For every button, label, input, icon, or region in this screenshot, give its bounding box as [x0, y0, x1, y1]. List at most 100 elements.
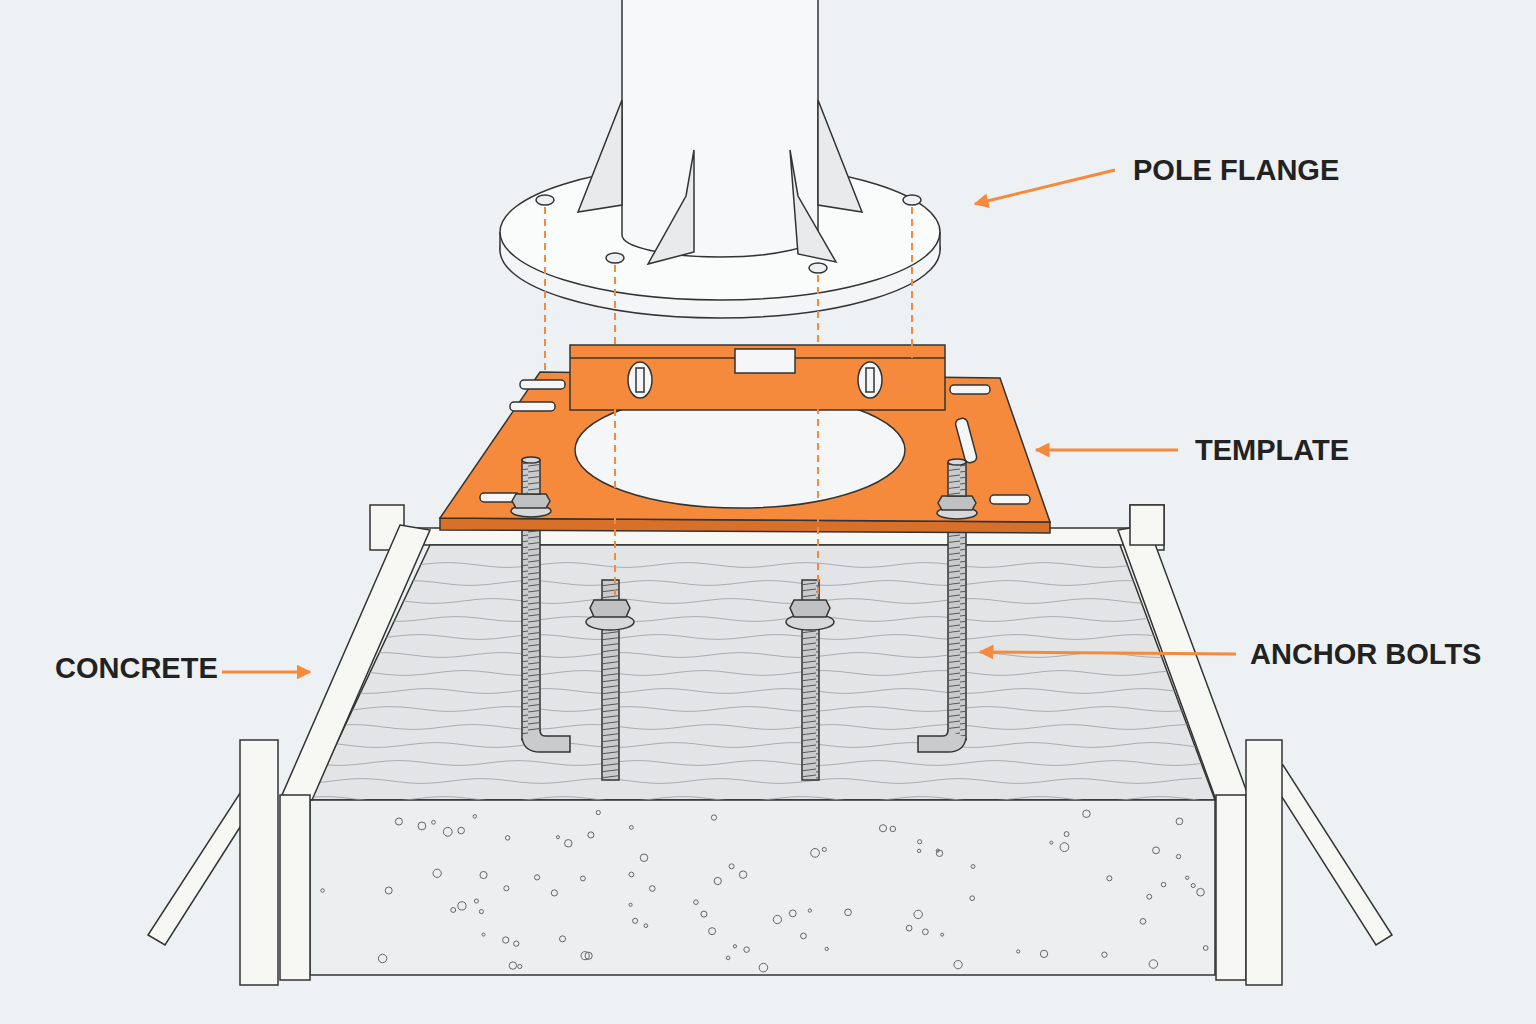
concrete-speck — [580, 876, 585, 881]
concrete-speck — [596, 810, 600, 814]
concrete-speck — [474, 899, 478, 903]
concrete-speck — [560, 936, 566, 942]
board — [280, 795, 310, 980]
concrete-speck — [432, 820, 436, 824]
concrete-speck — [451, 908, 456, 913]
concrete-speck — [811, 849, 820, 858]
concrete-speck — [917, 849, 920, 852]
part-label: ANCHOR BOLTS — [1250, 640, 1481, 669]
concrete-texture — [300, 743, 1202, 748]
board — [1216, 795, 1246, 980]
concrete-speck — [1197, 888, 1205, 896]
anchor-bolt — [522, 515, 966, 780]
concrete-speck — [918, 840, 922, 844]
pole-flange — [606, 253, 624, 263]
concrete-speck — [385, 887, 392, 894]
stake — [1130, 505, 1164, 550]
concrete-speck — [482, 933, 485, 936]
concrete-speck — [733, 945, 736, 948]
concrete-speck — [518, 964, 522, 968]
concrete-speck — [694, 900, 699, 905]
concrete-speck — [1107, 876, 1112, 881]
anchor-bolt — [522, 515, 540, 740]
template-plate — [510, 402, 555, 411]
concrete-speck — [649, 886, 655, 892]
concrete-speck — [1140, 919, 1146, 925]
concrete-speck — [1176, 818, 1183, 825]
anchor-bolt — [522, 457, 540, 463]
concrete-texture — [300, 598, 1202, 603]
concrete-speck — [759, 963, 768, 972]
spirit-level — [735, 349, 795, 373]
part-label: POLE FLANGE — [1133, 156, 1339, 185]
concrete-speck — [321, 889, 325, 893]
concrete-speck — [729, 864, 734, 869]
alignment-line — [911, 207, 913, 378]
template-plate — [990, 495, 1030, 504]
concrete-speck — [1203, 946, 1208, 951]
anchor-bolt — [590, 600, 630, 617]
leader-arrow — [1036, 449, 1178, 452]
concrete-speck — [709, 928, 716, 935]
anchor-bolt — [948, 515, 966, 740]
concrete-speck — [1050, 841, 1053, 844]
concrete-speck — [1191, 884, 1195, 888]
leader-arrow — [975, 170, 1115, 204]
concrete-speck — [418, 822, 426, 830]
concrete-speck — [378, 954, 386, 962]
stake — [240, 740, 278, 985]
concrete-speck — [1060, 843, 1069, 852]
concrete-speck — [644, 924, 648, 928]
concrete-speck — [879, 825, 886, 832]
concrete-speck — [1064, 832, 1069, 837]
stake — [1246, 740, 1282, 985]
concrete-speck — [789, 910, 796, 917]
concrete-speck — [914, 910, 922, 918]
concrete-speck — [845, 909, 852, 916]
pole-flange — [622, 0, 818, 257]
concrete-speck — [1083, 810, 1090, 817]
pole-flange — [500, 0, 940, 318]
concrete-speck — [480, 871, 487, 878]
concrete-texture — [300, 725, 1202, 730]
concrete-speck — [629, 872, 634, 877]
spirit-level — [570, 345, 945, 410]
concrete-speck — [1040, 950, 1047, 957]
anchor-bolt — [522, 515, 540, 740]
concrete-texture — [300, 580, 1202, 585]
concrete-speck — [744, 947, 750, 953]
concrete-speck — [822, 847, 826, 851]
anchor-bolt — [938, 496, 976, 510]
concrete-speck — [739, 871, 746, 878]
concrete-speck — [640, 854, 648, 862]
concrete-block — [310, 545, 1215, 975]
concrete-speck — [505, 836, 509, 840]
pole-flange — [903, 195, 921, 205]
leader-arrow — [222, 170, 1236, 672]
concrete-speck — [808, 909, 811, 912]
concrete-texture — [300, 617, 1202, 622]
concrete-speck — [565, 840, 573, 848]
concrete-texture — [300, 707, 1202, 712]
concrete-speck — [1102, 952, 1107, 957]
concrete-speck — [1185, 876, 1188, 879]
concrete-speck — [514, 941, 519, 946]
concrete-speck — [588, 832, 594, 838]
concrete-speck — [629, 903, 632, 906]
concrete-texture — [300, 797, 1202, 802]
concrete-speck — [443, 827, 452, 836]
concrete-texture — [321, 810, 1208, 972]
alignment-line — [614, 265, 616, 595]
concrete-speck — [581, 952, 589, 960]
alignment-line — [545, 207, 912, 595]
concrete-speck — [1161, 882, 1166, 887]
concrete-speck — [1147, 894, 1152, 899]
template-plate — [955, 417, 978, 464]
concrete-front — [310, 800, 1215, 975]
part-label: CONCRETE — [55, 654, 218, 683]
anchor-bolt — [948, 462, 966, 496]
concrete-texture — [300, 563, 1202, 568]
concrete-speck — [714, 877, 721, 884]
alignment-line — [544, 207, 546, 375]
template-plate — [950, 385, 990, 394]
